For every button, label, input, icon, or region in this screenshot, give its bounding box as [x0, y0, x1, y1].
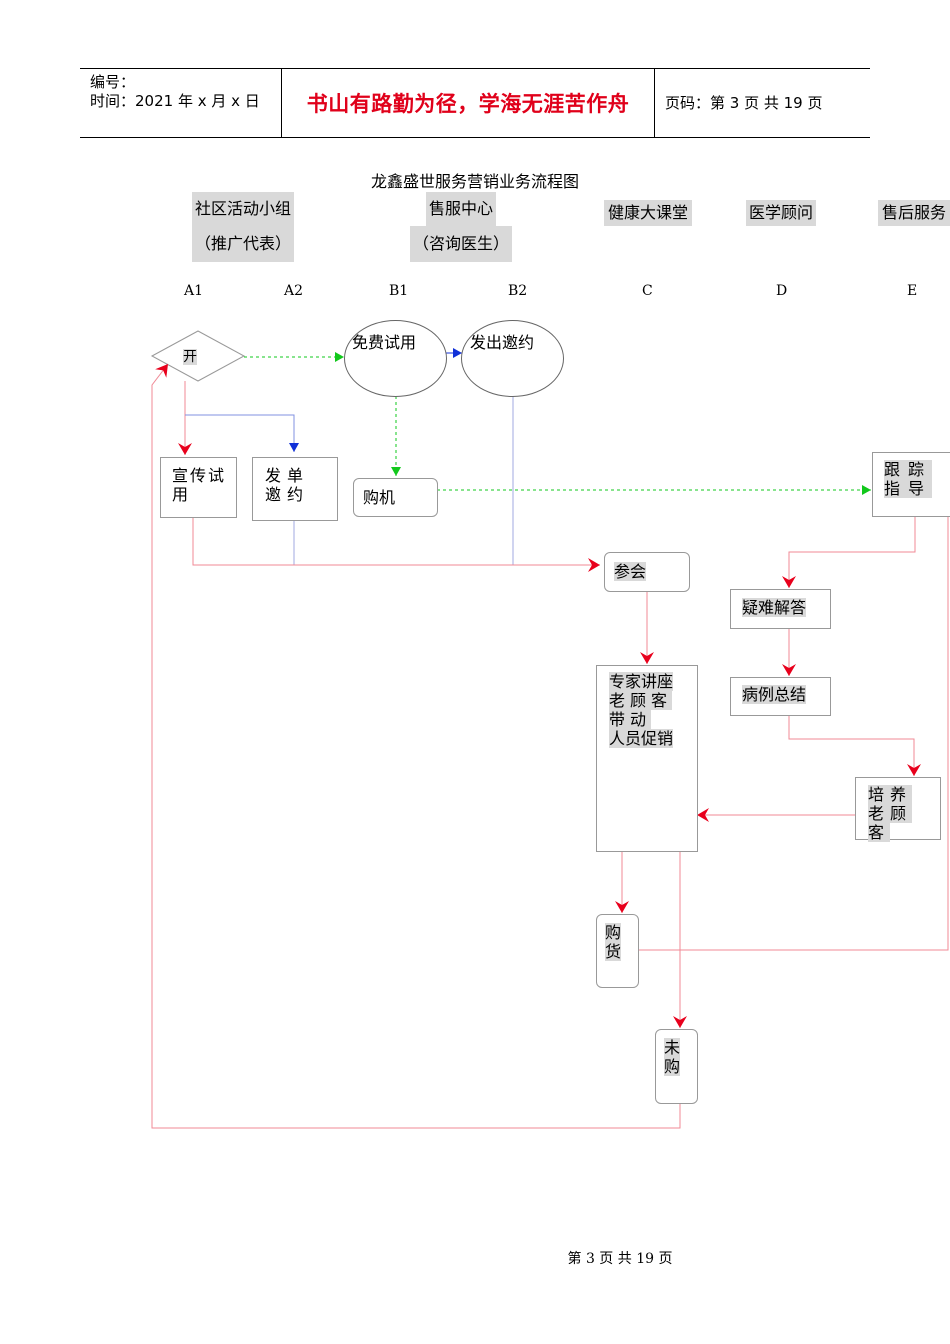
cultivate-label: 培养老顾客	[868, 785, 913, 842]
lane-service-center: 售服中心	[426, 192, 496, 226]
arrow-case-to-cultivate	[788, 714, 921, 776]
send-invite-label: 发出邀约	[470, 333, 535, 352]
header-page-cell: 页码：第 3 页 共 19 页	[655, 69, 870, 137]
buy-machine-box: 购机	[353, 478, 438, 517]
not-purchase-label: 未购	[664, 1038, 681, 1076]
purchase-box: 购货	[596, 914, 639, 988]
lane-code-c: C	[642, 283, 653, 299]
flyer-invite-box: 发单邀约	[252, 457, 338, 521]
motto-text: 书山有路勤为径，学海无涯苦作舟	[306, 92, 630, 116]
qa-box: 疑难解答	[730, 589, 831, 629]
doc-number-label: 编号：	[90, 73, 136, 91]
expert-lecture-line2: 老顾客带动	[609, 691, 673, 729]
diagram-title: 龙鑫盛世服务营销业务流程图	[370, 172, 579, 191]
flyer-invite-label: 发单邀约	[265, 466, 310, 504]
page-footer: 第 3 页 共 19 页	[567, 1251, 673, 1267]
promote-box: 宣传试用	[160, 457, 237, 518]
lane-code-a2: A2	[284, 283, 304, 299]
buy-machine-label: 购机	[363, 488, 396, 507]
lane-health-classroom: 健康大课堂	[604, 200, 692, 226]
arrow-followup-to-qa	[782, 516, 916, 588]
lane-code-b1: B1	[389, 283, 409, 299]
not-purchase-box: 未购	[655, 1029, 698, 1104]
attend-label: 参会	[614, 562, 647, 581]
purchase-label: 购货	[605, 923, 622, 961]
lane-medical-consultant: 医学顾问	[746, 200, 816, 226]
expert-lecture-box: 专家讲座 老顾客带动 人员促销	[596, 665, 698, 852]
expert-lecture-line1: 专家讲座	[609, 672, 674, 691]
cultivate-box: 培养老顾客	[855, 777, 941, 842]
lane-code-e: E	[907, 283, 918, 299]
start-label: 开	[183, 349, 197, 365]
promote-label: 宣传试用	[172, 466, 227, 504]
arrow-notpurchase-to-start	[151, 363, 681, 1129]
free-trial-label: 免费试用	[352, 333, 417, 352]
lane-code-d: D	[776, 283, 788, 299]
header-meta-cell: 编号： 时间：2021 年 x 月 x 日	[80, 69, 282, 137]
lane-code-a1: A1	[184, 283, 204, 299]
case-summary-label: 病例总结	[742, 685, 807, 704]
free-trial-ellipse	[344, 320, 447, 397]
follow-up-label: 跟踪指导	[884, 460, 933, 498]
lane-after-sales: 售后服务	[878, 200, 950, 226]
header-motto-cell: 书山有路勤为径，学海无涯苦作舟	[282, 69, 655, 137]
follow-up-box: 跟踪指导	[872, 452, 950, 517]
arrow-start-to-flyer	[185, 414, 299, 452]
attend-box: 参会	[604, 552, 690, 592]
start-diamond	[150, 330, 246, 382]
header-page-info: 页码：第 3 页 共 19 页	[665, 93, 823, 112]
case-summary-box: 病例总结	[730, 677, 831, 716]
document-header: 编号： 时间：2021 年 x 月 x 日 书山有路勤为径，学海无涯苦作舟 页码…	[80, 68, 870, 138]
send-invite-ellipse	[461, 320, 564, 397]
doc-time-label: 时间：2021 年 x 月 x 日	[90, 92, 260, 110]
arrow-to-attend	[192, 517, 600, 572]
lane-service-center-sub: （咨询医生）	[410, 226, 512, 262]
lane-code-b2: B2	[508, 283, 528, 299]
lane-community-group-sub: （推广代表）	[192, 226, 294, 262]
arrow-purchase-to-followup	[638, 492, 950, 951]
lane-community-group: 社区活动小组	[192, 192, 294, 226]
expert-lecture-line3: 人员促销	[609, 729, 674, 748]
qa-label: 疑难解答	[742, 598, 807, 617]
